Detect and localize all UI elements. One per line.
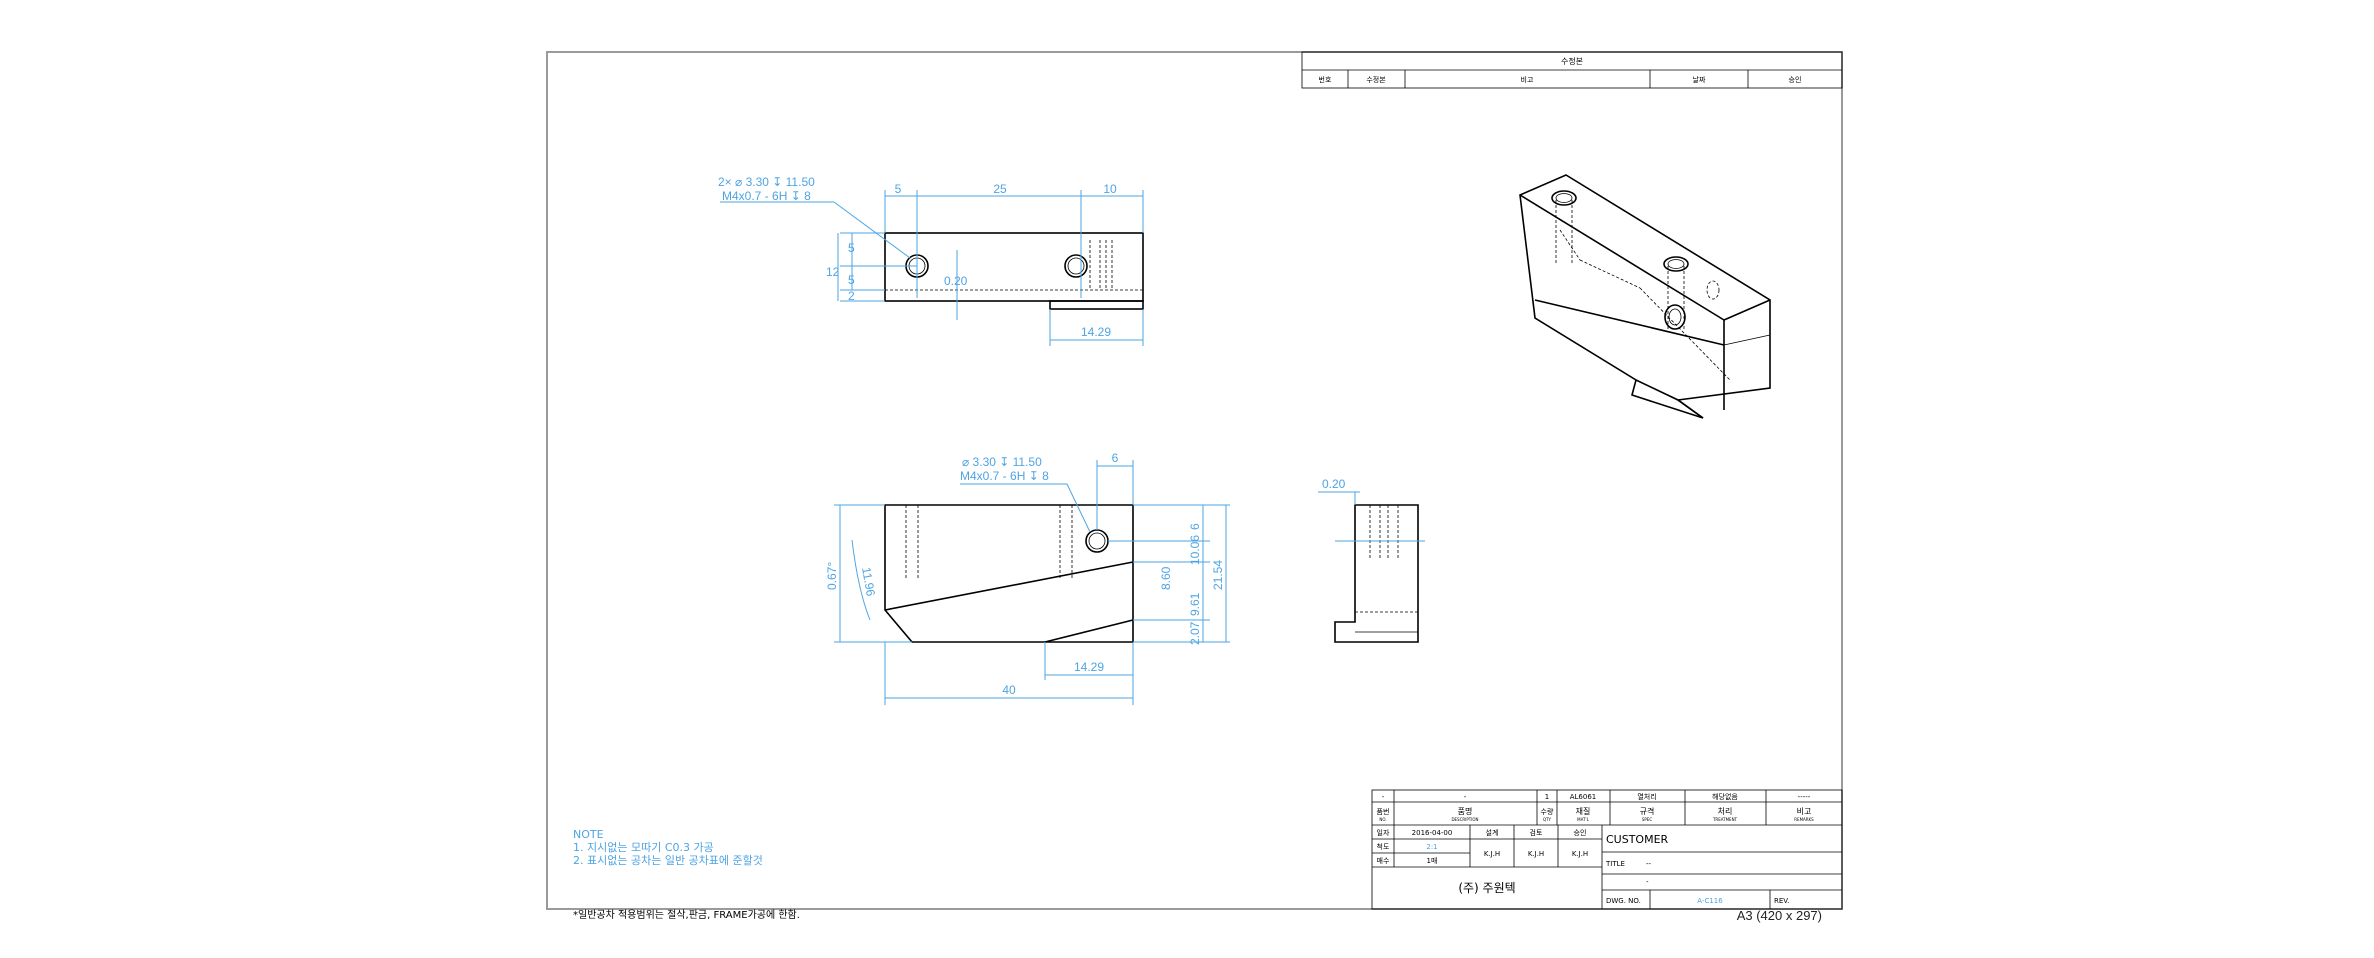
tb-h-name-en: DESCRIPTION	[1451, 817, 1478, 822]
side-dim-r-2154: 21.54	[1211, 560, 1225, 590]
tb-dwg-label: DWG. NO.	[1606, 897, 1641, 905]
tb-date-label: 일자	[1377, 828, 1390, 837]
iso-hole-right	[1663, 256, 1689, 272]
revision-table: 수정본 번호 수정본 비고 날짜 승인	[1301, 51, 1843, 89]
title-block: - - 1 AL6061 열처리 해당없음 ----- 품번 NO. 품명 DE…	[1371, 789, 1843, 910]
front-hole-right	[1064, 254, 1088, 278]
notes-line-1: 1. 지시없는 모따기 C0.3 가공	[573, 841, 714, 854]
side-dim-l-1196: 11.96	[859, 566, 878, 597]
side-dim-bottom-1429: 14.29	[1074, 660, 1104, 674]
paper-size: A3 (420 x 297)	[1737, 908, 1822, 923]
side-view-outline	[884, 504, 1134, 643]
tb-h-std-en: SPEC	[1642, 817, 1652, 822]
tb-h-qty-en: QTY	[1543, 817, 1552, 822]
side-dim-bottom-40: 40	[1002, 683, 1016, 697]
tb-r1-c3: 1	[1545, 793, 1549, 801]
tb-check-label: 검토	[1530, 829, 1543, 837]
front-view-outline	[884, 232, 1144, 302]
tb-approve-label: 승인	[1574, 828, 1587, 837]
revision-col-date: 날짜	[1693, 75, 1706, 84]
iso-hole-side	[1664, 304, 1686, 330]
footer-note: *일반공차 적용범위는 절삭,판금, FRAME가공에 한함.	[573, 908, 800, 921]
tb-r1-c6: 해당없음	[1712, 792, 1738, 801]
tb-date-value: 2016-04-00	[1412, 829, 1453, 837]
front-dim-top-25: 25	[993, 182, 1007, 196]
tb-h-no: 품번	[1377, 807, 1390, 816]
side-dim-r-961: 9.61	[1188, 592, 1202, 616]
tb-scale-label: 척도	[1377, 843, 1390, 851]
iso-outline	[1519, 174, 1771, 419]
tb-rev-label: REV.	[1774, 897, 1789, 905]
front-hole-callout-1: 2× ⌀ 3.30 ↧ 11.50	[718, 175, 815, 189]
side-dim-r-86: 8.60	[1159, 566, 1173, 590]
side-view: 6 6 10.06 21.54 8.60 9.61 2.07 0.67° 11.…	[825, 451, 1230, 705]
front-dim-left-12: 12	[826, 265, 840, 279]
revision-col-approve: 승인	[1789, 75, 1802, 84]
isometric-view	[1519, 174, 1771, 419]
tb-r1-c4: AL6061	[1570, 793, 1597, 801]
front-dim-left-2: 2	[848, 289, 855, 303]
revision-col-no: 번호	[1319, 75, 1332, 84]
front-dim-020: 0.20	[944, 274, 968, 288]
tb-scale-value: 2:1	[1426, 843, 1437, 851]
front-dim-left-5a: 5	[848, 241, 855, 255]
tb-dwg-value: A-C116	[1697, 897, 1723, 905]
revision-col-remark: 비고	[1521, 75, 1534, 84]
sheet-border	[546, 51, 1843, 910]
revision-table-title: 수정본	[1561, 56, 1583, 66]
side-dim-r-1006: 10.06	[1188, 535, 1202, 565]
side-dim-r-207: 2.07	[1188, 621, 1202, 645]
tb-design-value: K.J.H	[1484, 850, 1500, 858]
tb-approve-value: K.J.H	[1572, 850, 1588, 858]
iso-hole-top	[1551, 190, 1577, 206]
tb-r1-c2: -	[1464, 793, 1467, 801]
revision-col-rev: 수정본	[1366, 75, 1386, 84]
tb-sheet-value: 1매	[1427, 857, 1438, 865]
notes-line-2: 2. 표시없는 공차는 일반 공차표에 준할것	[573, 853, 763, 867]
front-dim-top-10: 10	[1103, 182, 1117, 196]
tb-h-trt: 처리	[1718, 807, 1733, 816]
tb-sheet-label: 매수	[1377, 857, 1390, 865]
tb-h-no-en: NO.	[1379, 817, 1386, 822]
tb-h-rmk: 비고	[1797, 807, 1812, 816]
front-view: 5 25 10 5 12 5 2 0.20 14.29 2× ⌀ 3.30 ↧ …	[718, 175, 1144, 346]
side-hole-callout-2: M4x0.7 - 6H ↧ 8	[960, 469, 1049, 483]
tb-r1-c1: -	[1382, 793, 1385, 801]
tb-company: (주) 주원텍	[1458, 881, 1515, 895]
side-dim-top-6: 6	[1112, 451, 1119, 465]
tb-h-name: 품명	[1458, 806, 1473, 816]
side-hole-callout-1: ⌀ 3.30 ↧ 11.50	[962, 455, 1042, 469]
end-dim-020: 0.20	[1322, 477, 1346, 491]
tb-title-label: TITLE	[1605, 860, 1625, 868]
tb-h-mat-en: MAT'L	[1577, 817, 1589, 822]
side-dim-r-6: 6	[1188, 523, 1202, 530]
tb-design-label: 설계	[1486, 828, 1499, 837]
front-dim-bottom-1429: 14.29	[1081, 325, 1111, 339]
tb-customer: CUSTOMER	[1606, 833, 1669, 846]
tb-h-trt-en: TREATMENT	[1712, 817, 1738, 822]
notes-heading: NOTE	[573, 828, 604, 841]
front-hole-callout-2: M4x0.7 - 6H ↧ 8	[722, 189, 811, 203]
tb-blank-value: -	[1646, 878, 1649, 886]
tb-r1-c7: -----	[1798, 793, 1811, 801]
notes: NOTE 1. 지시없는 모따기 C0.3 가공 2. 표시없는 공차는 일반 …	[573, 828, 763, 867]
tb-r1-c5: 열처리	[1637, 792, 1656, 801]
end-view: 0.20	[1318, 477, 1425, 643]
tb-title-value: --	[1646, 860, 1652, 868]
tb-check-value: K.J.H	[1528, 850, 1544, 858]
tb-h-mat: 재질	[1576, 807, 1591, 816]
end-view-outline	[1334, 504, 1419, 643]
front-dim-top-5: 5	[895, 182, 902, 196]
front-dim-left-5b: 5	[848, 273, 855, 287]
tb-h-std: 규격	[1640, 806, 1655, 816]
tb-h-qty: 수량	[1541, 808, 1554, 816]
tb-h-rmk-en: REMARKS	[1794, 817, 1814, 822]
side-dim-l-067: 0.67°	[825, 562, 839, 590]
